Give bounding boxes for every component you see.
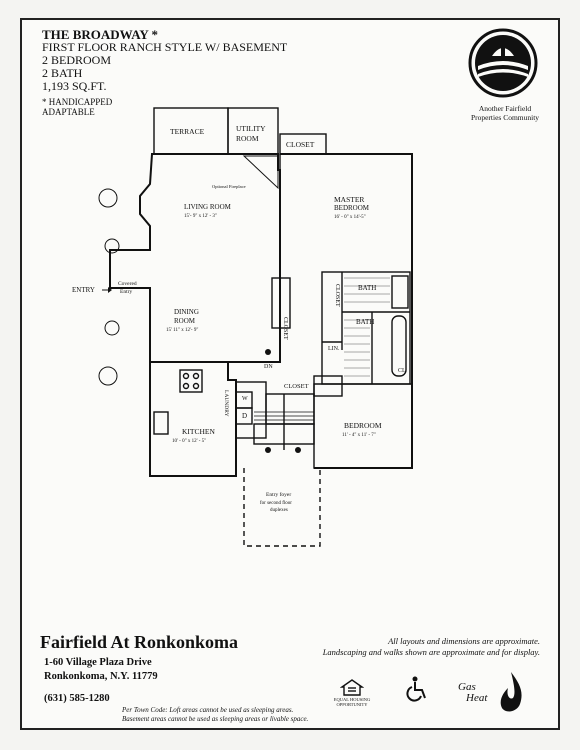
dn-label: DN [264,364,273,370]
bedroom-walls [313,383,413,469]
living-room-dims: 15'- 9" x 12' - 3" [184,214,217,219]
stair-landing [265,393,315,425]
handicapped-note: * HANDICAPPED ADAPTABLE [42,97,113,117]
utility-label-1: UTILITY [236,124,266,133]
town-code-note: Per Town Code: Loft areas cannot be used… [122,706,309,723]
covered-entry-1: Covered [118,281,137,287]
tree-icon [104,320,120,336]
fireplace-label: Optional Fireplace [212,184,246,189]
tree-icon [98,188,118,208]
entry-label: ENTRY [72,286,95,294]
living-room-label: LIVING ROOM [184,203,232,211]
flame-icon [500,672,522,712]
bedroom-dims: 11' - 4" x 11' - 7" [342,433,376,438]
cl-label: CL [398,368,406,374]
entry-foyer [243,468,321,547]
kitchen-walls [149,362,237,477]
accessibility-icon [406,676,430,707]
master-closet-label: CLOSET [282,317,288,340]
laundry-area [235,381,267,439]
bath-label-2: BATH [356,318,374,326]
foyer-label-2: for second floor [260,501,292,506]
bath-closet-label: CLOSET [334,284,340,307]
master-label-1: MASTER [334,195,364,204]
laundry-label: LAUNDRY [223,390,229,417]
dryer-label: D [242,412,247,420]
dining-label-2: ROOM [174,317,196,325]
foyer-label-1: Entry foyer [266,491,291,498]
address-line-1: 1-60 Village Plaza Drive [44,657,152,668]
bedrooms: 2 BEDROOM [42,53,112,67]
address-block: 1-60 Village Plaza Drive Ronkonkoma, N.Y… [44,656,158,706]
bedroom-label: BEDROOM [344,421,382,430]
square-footage: 1,193 SQ.FT. [42,79,107,93]
master-dims: 16' - 0" x 14'-5" [334,215,366,220]
kitchen-dims: 10' - 0" x 12' - 5" [172,439,206,444]
closet-stairs [313,375,343,397]
terrace-label: TERRACE [170,127,205,136]
dining-label-1: DINING [174,308,199,316]
fairfield-logo-icon [468,28,538,98]
plan-header: THE BROADWAY * FIRST FLOOR RANCH STYLE W… [42,28,287,117]
utility-label-2: ROOM [236,134,259,143]
washer-label: W [242,396,248,402]
linen-label: LIN. [328,346,340,352]
plan-style: FIRST FLOOR RANCH STYLE W/ BASEMENT [42,40,288,54]
floor-plan-drawing: TERRACE UTILITY ROOM CLOSET Optional Fir… [72,107,413,547]
phone-number: (631) 585-1280 [44,693,110,704]
equal-housing-logo: EQUAL HOUSING OPPORTUNITY [330,678,374,707]
disclaimer: All layouts and dimensions are approxima… [322,636,540,657]
equal-housing-icon [339,679,365,696]
closet-label: CLOSET [286,140,315,149]
plan-title: THE BROADWAY * [42,27,159,42]
baths: 2 BATH [42,66,83,80]
community-name: Fairfield At Ronkonkoma [40,632,239,652]
gas-heat-logo: Gas Heat [458,670,528,718]
bath-label-1: BATH [358,284,376,292]
bay-window [139,183,151,227]
floorplan-sheet: THE BROADWAY * FIRST FLOOR RANCH STYLE W… [20,18,560,730]
stair-closet-label: CLOSET [284,383,309,390]
address-line-2: Ronkonkoma, N.Y. 11779 [44,671,158,682]
fireplace [242,155,279,190]
master-label-2: BEDROOM [334,204,370,212]
kitchen-label: KITCHEN [182,427,215,436]
logo-caption: Another Fairfield Properties Community [470,104,540,122]
foyer-label-3: duplexes [270,508,288,513]
dining-dims: 15' 11" x 12'- 9" [166,328,198,333]
covered-entry-2: Entry [120,289,132,295]
fairfield-logo [466,26,540,105]
tree-icon [104,238,120,254]
tree-icon [98,366,118,386]
master-closet [271,277,291,329]
